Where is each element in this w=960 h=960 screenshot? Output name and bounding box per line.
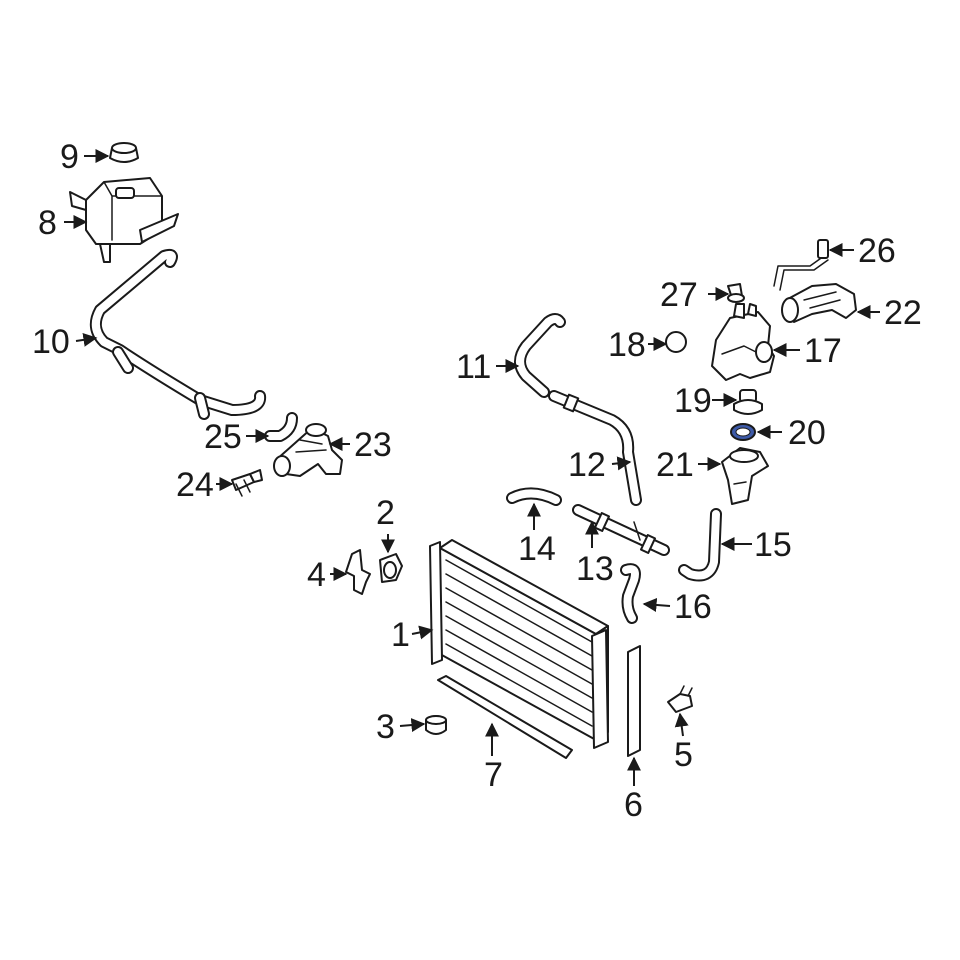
part-25-small-hose[interactable] [264,412,298,442]
callout-17: 17 [804,332,842,370]
callout-9: 9 [60,138,79,176]
part-7-lower-seal[interactable] [437,675,573,759]
callout-6: 6 [624,786,643,824]
part-4-bracket[interactable] [345,549,371,595]
callout-22: 22 [884,294,922,332]
callout-11: 11 [456,348,491,386]
callout-7: 7 [484,756,503,794]
part-20-gasket-highlighted[interactable] [730,423,756,441]
part-13-bypass-tube[interactable] [572,504,670,556]
callout-3: 3 [376,708,395,746]
callout-1: 1 [391,616,410,654]
callout-2: 2 [376,494,395,532]
part-15-lower-hose[interactable] [678,508,722,582]
part-6-side-seal[interactable] [627,645,641,757]
callout-25: 25 [204,418,242,456]
part-12-hose[interactable] [548,390,642,506]
part-1-radiator[interactable] [429,539,609,749]
callout-15: 15 [754,526,792,564]
part-22-outlet-elbow[interactable] [781,283,857,323]
callout-12: 12 [568,446,606,484]
part-18-o-ring[interactable] [665,331,687,353]
callout-23: 23 [354,426,392,464]
callout-21: 21 [656,446,694,484]
part-2-radiator-mount[interactable] [379,553,403,583]
callout-5: 5 [674,736,693,774]
callout-18: 18 [608,326,646,364]
part-26-tube[interactable] [773,239,829,291]
callout-26: 26 [858,232,896,270]
callout-4: 4 [307,556,326,594]
callout-19: 19 [674,382,712,420]
callout-labels: 1 2 3 4 5 6 7 8 9 10 11 12 13 14 15 16 1… [32,138,922,824]
part-19-thermostat[interactable] [733,389,763,415]
part-17-thermostat-housing[interactable] [711,303,775,381]
part-10-coolant-pipe[interactable] [89,248,267,420]
callout-8: 8 [38,204,57,242]
callout-27: 27 [660,276,698,314]
callout-24: 24 [176,466,214,504]
part-3-mount[interactable] [425,715,447,735]
part-5-drain-plug[interactable] [667,685,693,713]
callout-10: 10 [32,323,70,361]
part-9-reservoir-cap[interactable] [109,142,139,163]
part-16-hose[interactable] [620,563,641,624]
part-27-bleed-screw[interactable] [727,283,745,303]
callout-20: 20 [788,414,826,452]
part-11-upper-hose[interactable] [514,313,566,398]
part-23-coolant-fitting[interactable] [273,423,343,477]
callout-16: 16 [674,588,712,626]
callout-leaders [64,149,880,786]
part-8-coolant-reservoir[interactable] [69,177,179,263]
part-21-water-outlet[interactable] [721,447,769,505]
callout-13: 13 [576,550,614,588]
part-24-temperature-sensor[interactable] [231,469,263,497]
part-14-hose[interactable] [506,487,562,506]
callout-14: 14 [518,530,556,568]
